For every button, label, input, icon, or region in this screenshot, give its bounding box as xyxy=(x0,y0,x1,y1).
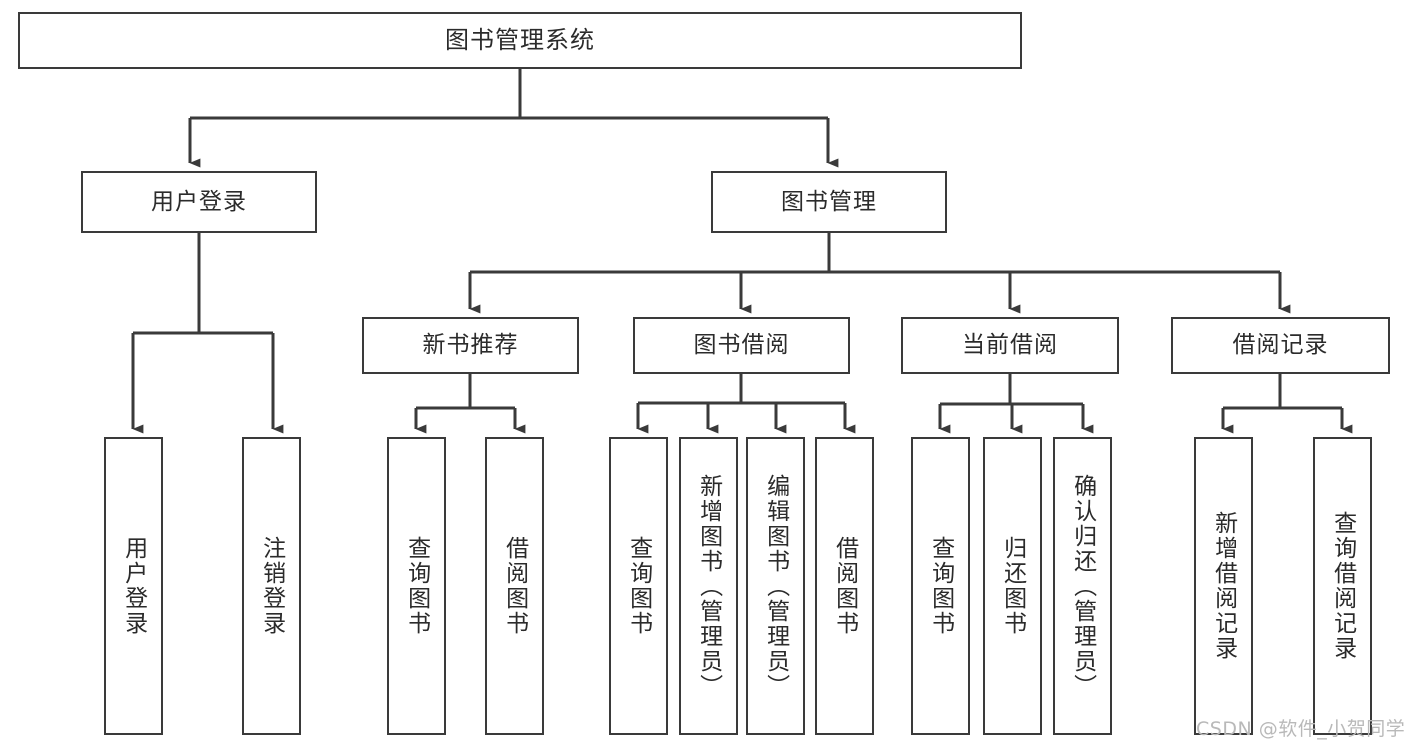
node-leaf-return-book[interactable]: 归还图书 xyxy=(983,437,1042,735)
node-leaf-query-book-cur[interactable]: 查询图书 xyxy=(911,437,970,735)
node-current-borrow[interactable]: 当前借阅 xyxy=(901,317,1119,374)
node-borrow-record-label: 借阅记录 xyxy=(1232,332,1329,359)
node-user-login[interactable]: 用户登录 xyxy=(81,171,317,233)
node-leaf-query-book-rec[interactable]: 查询图书 xyxy=(387,437,446,735)
node-leaf-add-book-label: 新增图书（管理员） xyxy=(695,473,722,699)
node-leaf-user-logout[interactable]: 注销登录 xyxy=(242,437,301,735)
csdn-watermark: CSDN @软件_小贺同学 xyxy=(1196,718,1405,740)
node-leaf-return-book-label: 归还图书 xyxy=(999,536,1026,636)
node-leaf-add-record-label: 新增借阅记录 xyxy=(1210,511,1237,661)
node-new-book-rec-label: 新书推荐 xyxy=(422,332,519,359)
node-root-label: 图书管理系统 xyxy=(445,25,595,54)
node-borrow-record[interactable]: 借阅记录 xyxy=(1171,317,1390,374)
node-leaf-confirm-return[interactable]: 确认归还（管理员） xyxy=(1053,437,1112,735)
node-root[interactable]: 图书管理系统 xyxy=(18,12,1022,69)
node-leaf-edit-book-label: 编辑图书（管理员） xyxy=(762,473,789,699)
node-leaf-user-login[interactable]: 用户登录 xyxy=(104,437,163,735)
node-leaf-borrow-book-brw[interactable]: 借阅图书 xyxy=(815,437,874,735)
node-book-manage[interactable]: 图书管理 xyxy=(711,171,947,233)
node-leaf-add-record[interactable]: 新增借阅记录 xyxy=(1194,437,1253,735)
node-leaf-query-book-rec-label: 查询图书 xyxy=(403,536,430,636)
node-leaf-edit-book[interactable]: 编辑图书（管理员） xyxy=(746,437,805,735)
node-new-book-rec[interactable]: 新书推荐 xyxy=(362,317,579,374)
node-leaf-user-logout-label: 注销登录 xyxy=(258,536,285,636)
node-leaf-borrow-book-brw-label: 借阅图书 xyxy=(831,536,858,636)
node-leaf-query-book-brw[interactable]: 查询图书 xyxy=(609,437,668,735)
node-leaf-add-book[interactable]: 新增图书（管理员） xyxy=(679,437,738,735)
node-leaf-confirm-return-label: 确认归还（管理员） xyxy=(1069,473,1096,699)
node-leaf-query-record[interactable]: 查询借阅记录 xyxy=(1313,437,1372,735)
node-leaf-borrow-book-rec[interactable]: 借阅图书 xyxy=(485,437,544,735)
node-book-borrow[interactable]: 图书借阅 xyxy=(633,317,850,374)
node-user-login-label: 用户登录 xyxy=(151,188,247,215)
node-leaf-query-book-cur-label: 查询图书 xyxy=(927,536,954,636)
node-book-borrow-label: 图书借阅 xyxy=(693,332,790,359)
node-leaf-user-login-label: 用户登录 xyxy=(120,536,147,636)
node-leaf-query-record-label: 查询借阅记录 xyxy=(1329,511,1356,661)
node-leaf-borrow-book-rec-label: 借阅图书 xyxy=(501,536,528,636)
node-leaf-query-book-brw-label: 查询图书 xyxy=(625,536,652,636)
node-current-borrow-label: 当前借阅 xyxy=(962,332,1058,359)
node-book-manage-label: 图书管理 xyxy=(781,188,877,215)
